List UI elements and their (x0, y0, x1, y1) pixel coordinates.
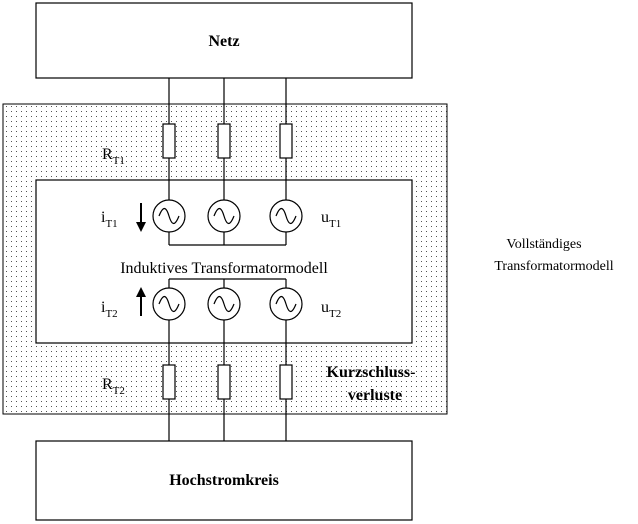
r-t2-label: RT2 (102, 376, 125, 397)
losses-label-line1: Kurzschluss- (327, 364, 416, 381)
resistor-rt2-phase3 (279, 364, 293, 400)
ac-source-icon (207, 287, 241, 321)
i-t1-label: iT1 (101, 209, 118, 230)
resistor-rt1-phase2 (217, 123, 231, 159)
netz-block (35, 2, 413, 79)
hochstromkreis-block (35, 440, 413, 521)
resistors-bottom (162, 364, 293, 400)
r-t1-label: RT1 (102, 146, 125, 167)
current-arrow-up-icon (136, 287, 146, 316)
ac-source-icon (152, 287, 186, 321)
full-model-label-line2: Transformatormodell (494, 259, 613, 274)
u-t1-label: uT1 (321, 209, 341, 230)
resistors-top (162, 123, 293, 159)
hochstromkreis-label: Hochstromkreis (169, 472, 279, 489)
i-t2-label: iT2 (101, 299, 118, 320)
ac-sources-lower (152, 287, 303, 321)
full-model-label-line1: Vollständiges (506, 237, 581, 252)
current-arrow-down-icon (136, 203, 146, 232)
ac-source-icon (152, 199, 186, 233)
ac-sources-upper (152, 199, 303, 233)
ac-source-icon (269, 287, 303, 321)
resistor-rt1-phase1 (162, 123, 176, 159)
netz-label: Netz (208, 33, 239, 50)
losses-label-line2: verluste (348, 387, 402, 404)
ac-source-icon (207, 199, 241, 233)
resistor-rt2-phase2 (217, 364, 231, 400)
resistor-rt2-phase1 (162, 364, 176, 400)
ac-source-icon (269, 199, 303, 233)
inductive-model-label: Induktives Transformatormodell (120, 260, 328, 277)
inner-wires (168, 180, 287, 343)
resistor-rt1-phase3 (279, 123, 293, 159)
u-t2-label: uT2 (321, 299, 341, 320)
